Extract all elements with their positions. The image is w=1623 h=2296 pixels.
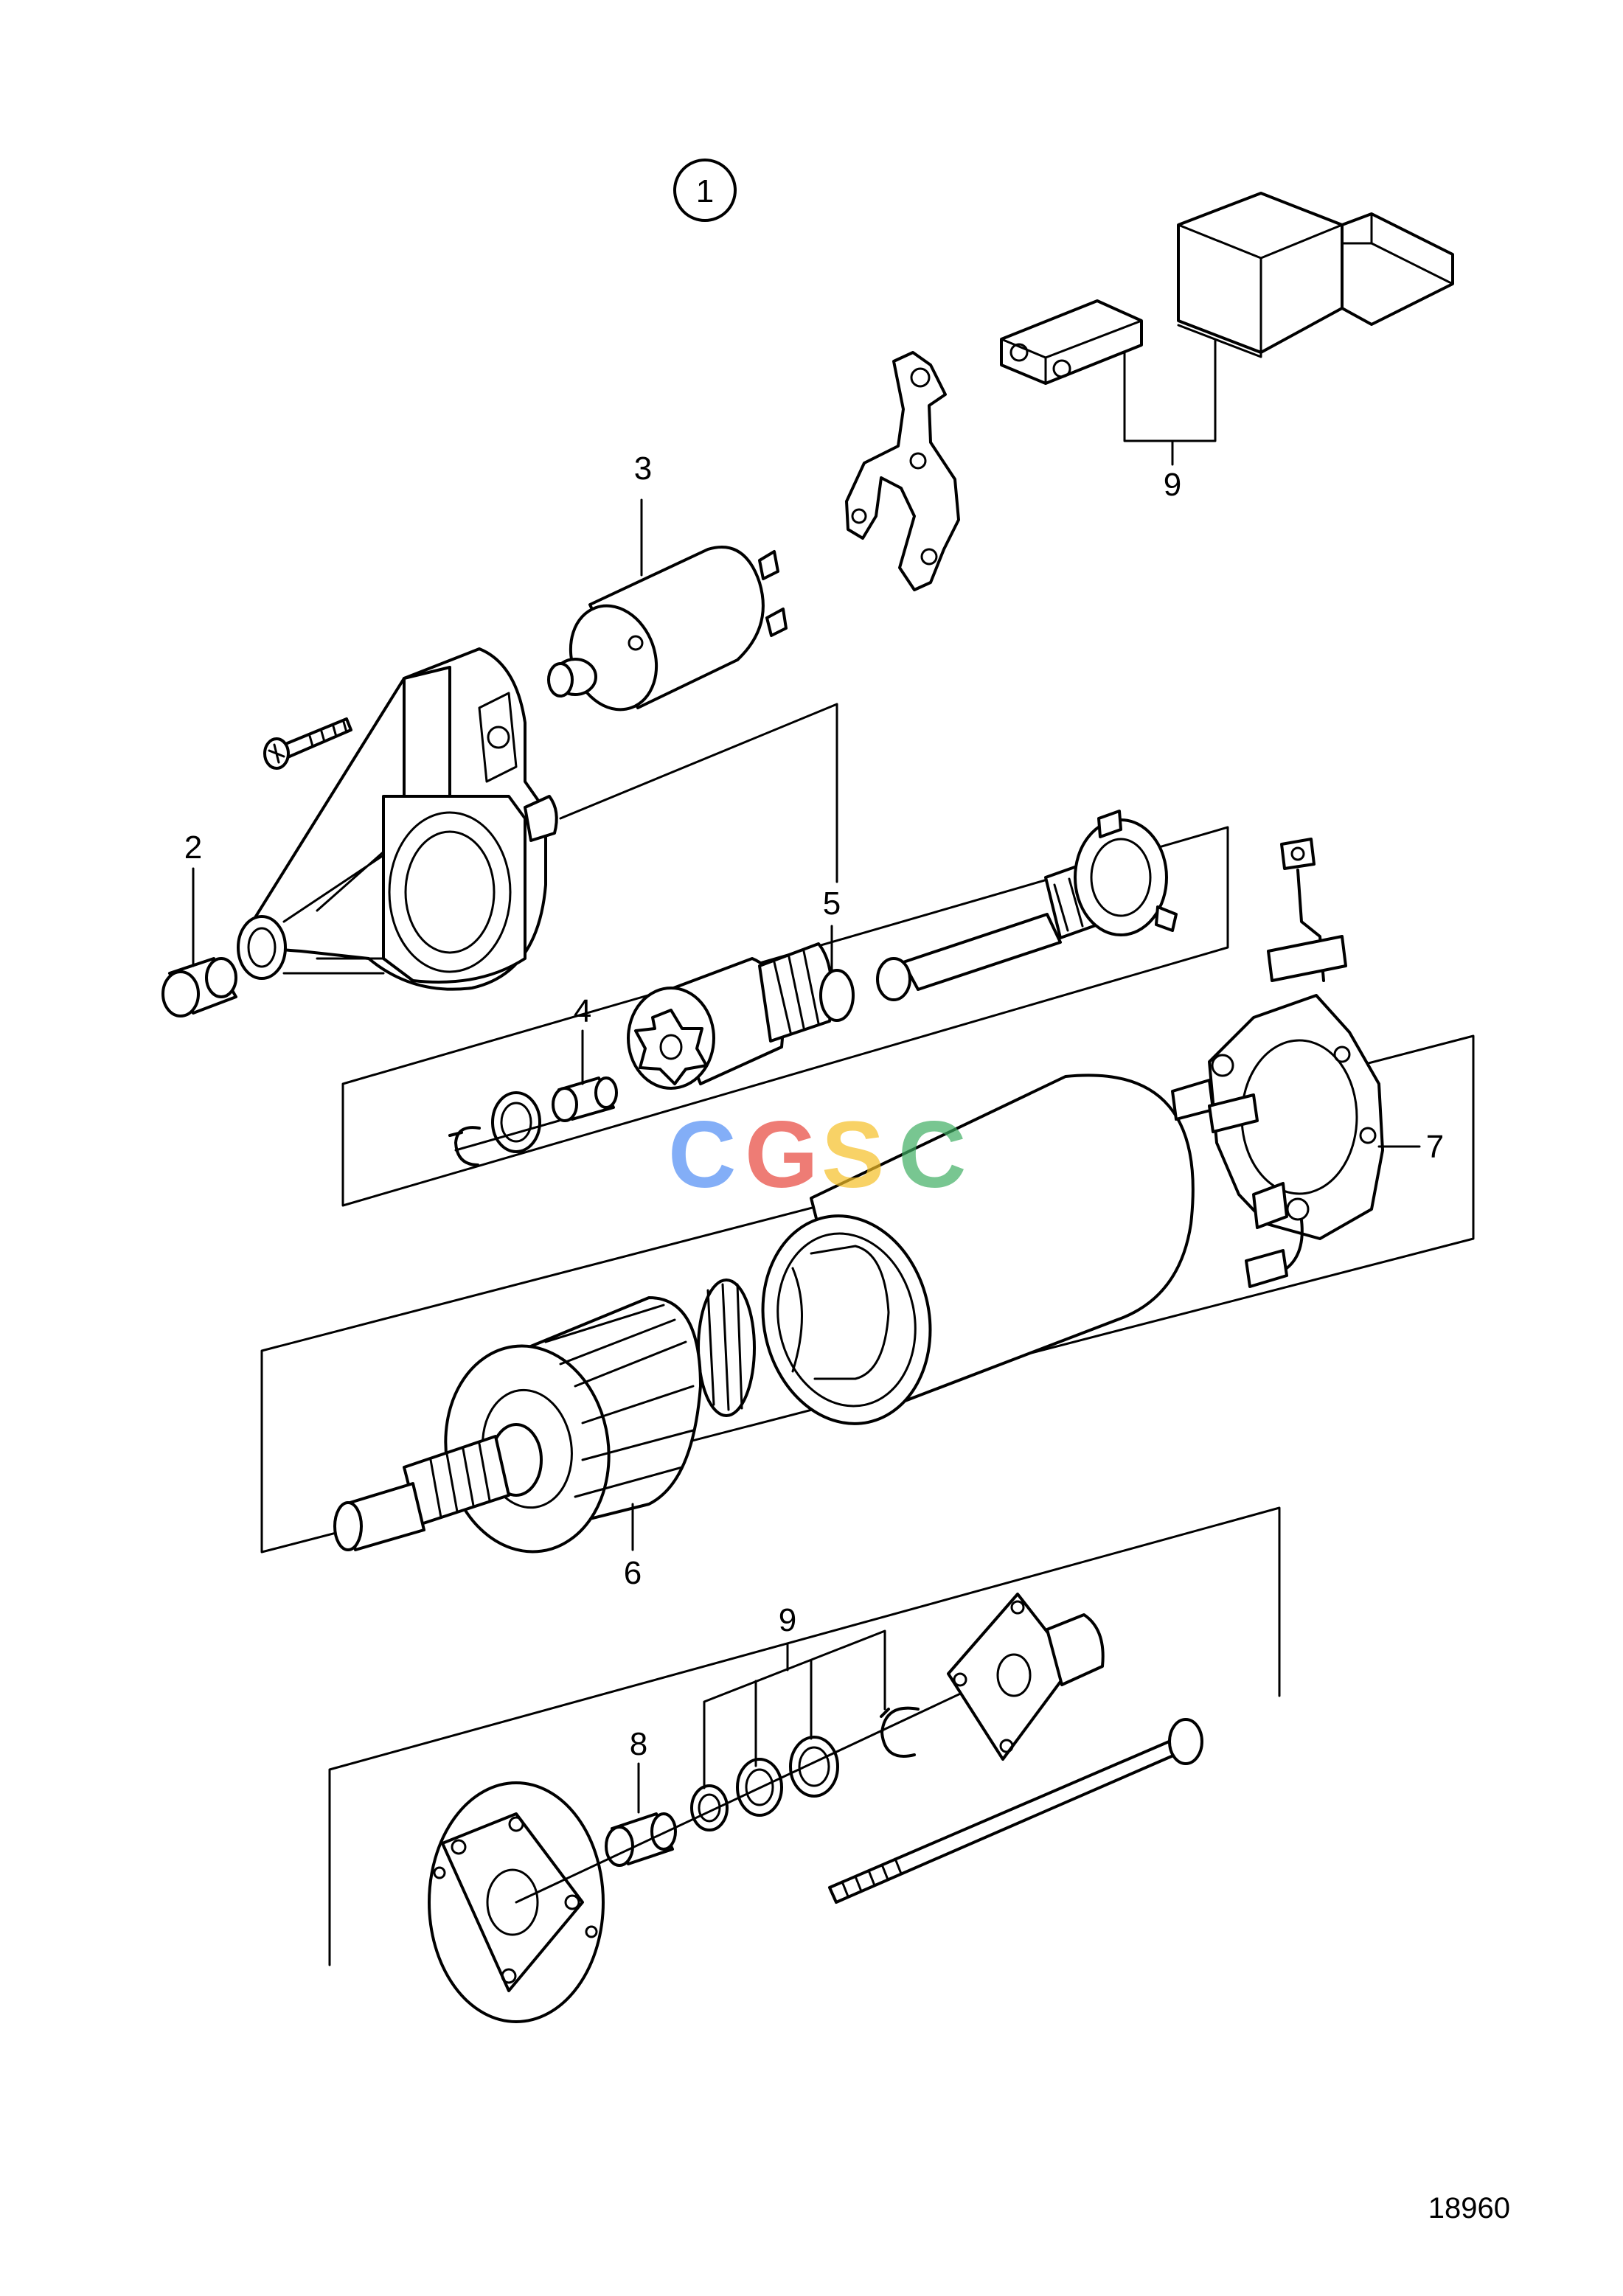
watermark-letter-3: S <box>821 1102 884 1208</box>
pinion-drive-part <box>627 942 855 1090</box>
cover-plate-part <box>947 1593 1105 1761</box>
cgsc-watermark: C G S C <box>668 1102 966 1208</box>
through-bolt-part <box>828 1718 1203 1904</box>
solenoid-part <box>547 546 788 712</box>
armature-part <box>333 1279 756 1554</box>
leader-9-bottom <box>703 1629 886 1789</box>
leader-9-top <box>1123 339 1217 466</box>
pinion-bushing-part <box>552 1076 618 1122</box>
thrust-washer-part <box>491 1091 541 1153</box>
part-2-label: 2 <box>184 829 202 866</box>
shift-lever-part <box>845 351 960 591</box>
axis-pinion-line <box>454 1119 560 1152</box>
watermark-letter-2: G <box>745 1102 819 1208</box>
part-4-label: 4 <box>574 993 591 1029</box>
mounting-screw-part <box>263 717 352 770</box>
group-frame-end-cap <box>328 1506 1281 1966</box>
part-7-label: 7 <box>1426 1129 1444 1165</box>
brush-kit-part <box>1177 192 1454 358</box>
figure-number: 18960 <box>1428 2192 1510 2224</box>
drive-end-housing-part <box>237 647 558 991</box>
main-callout: 1 <box>673 159 737 222</box>
end-circlip-part <box>880 1706 920 1758</box>
shim-washers-part <box>690 1736 839 1831</box>
part-8-label: 8 <box>630 1726 647 1762</box>
yoke-housing-part <box>761 1074 1195 1425</box>
part-3-label: 3 <box>634 450 652 487</box>
group-frame-housing <box>559 703 838 883</box>
end-bushing-part <box>605 1812 677 1867</box>
part-9-top-label: 9 <box>1164 467 1181 503</box>
part-5-label: 5 <box>823 886 841 922</box>
part-9-bottom-label: 9 <box>779 1602 796 1638</box>
watermark-letter-4: C <box>898 1102 966 1208</box>
circlip-part <box>448 1126 481 1166</box>
brush-clip-part <box>1000 299 1143 385</box>
watermark-letter-1: C <box>668 1102 736 1208</box>
part-6-label: 6 <box>624 1555 642 1591</box>
axis-end-line <box>515 1672 1004 1904</box>
brush-holder-part <box>1171 838 1384 1288</box>
group-frame-pinion <box>341 826 1229 1207</box>
main-callout-label: 1 <box>696 173 714 209</box>
planet-shaft-part <box>876 810 1178 1001</box>
bushing-part <box>161 957 237 1017</box>
